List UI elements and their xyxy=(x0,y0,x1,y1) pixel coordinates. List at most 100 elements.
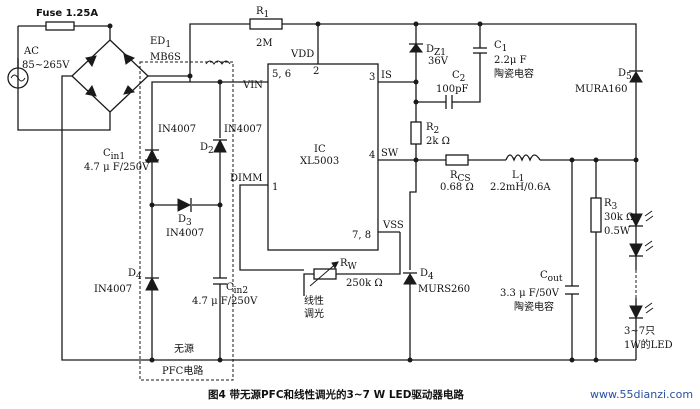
ic-pin-is-no: 3 xyxy=(369,72,375,83)
pfc-d1 xyxy=(145,148,159,163)
rw-potentiometer xyxy=(309,261,339,287)
cout-capacitor xyxy=(565,285,579,295)
d4-diode xyxy=(403,272,417,285)
zener-dz1 xyxy=(409,40,423,60)
watermark: www.55dianzi.com xyxy=(590,388,693,401)
figure-caption: 图4 带无源PFC和线性调光的3~7 W LED驱动器电路 xyxy=(208,388,464,401)
pfc-d2 xyxy=(213,138,227,153)
bridge-ref: ED1 xyxy=(150,36,171,50)
pfc-cin1-ref: Cin1 xyxy=(103,148,125,162)
led-2 xyxy=(629,240,654,258)
r1-ref: R1 xyxy=(256,6,269,20)
pfc-d4-ref: D4 xyxy=(128,268,142,282)
fuse-label: Fuse 1.25A xyxy=(36,8,98,19)
wire xyxy=(409,160,417,270)
r2-resistor xyxy=(410,121,422,145)
pfc-d2-part: IN4007 xyxy=(224,124,262,135)
led-1 xyxy=(629,210,654,228)
pfc-d2-ref: D2 xyxy=(200,142,214,156)
d5-ref: D5 xyxy=(618,68,632,82)
ic-pin-vin-no: 5, 6 xyxy=(272,69,291,80)
bridge-rectifier-symbol xyxy=(71,39,149,113)
pfc-cin2-value: 4.7 μ F/250V xyxy=(192,296,258,307)
wire xyxy=(282,23,417,40)
c2-ref: C2 xyxy=(452,70,465,84)
d5-diode xyxy=(629,65,643,83)
pfc-d4 xyxy=(145,272,159,291)
wire xyxy=(458,60,481,103)
ic-pin-vdd-no: 2 xyxy=(313,66,319,77)
ic-pin-sw-no: 4 xyxy=(369,150,375,161)
c1-ref: C1 xyxy=(494,40,507,54)
l1-ref: L1 xyxy=(512,170,524,184)
wire xyxy=(336,232,401,275)
pfc-d3 xyxy=(177,198,192,212)
c2-value: 100pF xyxy=(436,84,468,95)
pfc-cin2-ref: Cin2 xyxy=(226,282,248,296)
ic-part: XL5003 xyxy=(300,156,339,167)
wire xyxy=(239,184,304,271)
c1-value: 2.2μ F xyxy=(494,55,527,66)
rcs-value: 0.68 Ω xyxy=(440,182,474,193)
pfc-d3-ref: D3 xyxy=(178,214,192,228)
wire xyxy=(416,23,481,40)
ic-pin-vdd: VDD xyxy=(290,49,314,60)
r1-resistor xyxy=(249,18,283,30)
filter-inductor-symbol xyxy=(205,60,231,65)
ic-pin-dimm-no: 1 xyxy=(272,182,278,193)
r3-value: 30k Ω xyxy=(604,212,634,223)
wire xyxy=(61,75,636,361)
pfc-d4-part: IN4007 xyxy=(94,284,132,295)
rcs-ref: RCS xyxy=(450,170,471,184)
pfc-d1-part: IN4007 xyxy=(158,124,196,135)
ic-name: IC xyxy=(314,144,326,155)
junction-dots xyxy=(107,21,639,363)
dz-ref: DZ1 xyxy=(426,44,446,58)
rw-note1: 线性 xyxy=(304,294,324,307)
c2-capacitor xyxy=(440,95,458,109)
ic-pin-sw: SW xyxy=(381,148,399,159)
rcs-resistor xyxy=(445,154,469,166)
r3-resistor xyxy=(590,197,602,233)
wire xyxy=(74,25,111,40)
r1-value: 2M xyxy=(256,38,273,49)
rw-ref: RW xyxy=(340,258,358,272)
d4-part: MURS260 xyxy=(418,284,470,295)
ic-pin-dimm: DIMM xyxy=(230,173,262,184)
cout-note: 陶瓷电容 xyxy=(514,300,554,313)
cout-ref: Cout xyxy=(540,270,563,284)
led-desc: 1W的LED xyxy=(624,338,673,351)
ic-pin-vin: VIN xyxy=(242,80,263,91)
l1-value: 2.2mH/0.6A xyxy=(490,182,551,193)
wire xyxy=(148,23,250,77)
d5-part: MURA160 xyxy=(575,84,628,95)
ic-pin-is: IS xyxy=(381,70,392,81)
fuse-symbol xyxy=(45,21,75,31)
r2-ref: R2 xyxy=(426,122,439,136)
ic-pin-vss: VSS xyxy=(382,220,404,231)
pfc-cin2 xyxy=(213,277,227,285)
l1-inductor xyxy=(505,154,541,162)
dz-value: 36V xyxy=(428,56,449,67)
r3-ref: R3 xyxy=(604,198,618,212)
c1-note: 陶瓷电容 xyxy=(494,67,534,80)
ic-pin-vss-no: 7, 8 xyxy=(352,230,371,241)
pfc-cin1-value: 4.7 μ F/250V xyxy=(84,162,150,173)
rw-note2: 调光 xyxy=(304,307,324,320)
c1-capacitor xyxy=(473,40,487,60)
pfc-d3-part: IN4007 xyxy=(166,228,204,239)
ac-label: AC xyxy=(23,46,39,57)
led-count: 3~7只 xyxy=(624,326,655,337)
wire xyxy=(480,23,637,65)
rw-value: 250k Ω xyxy=(346,278,383,289)
d4-ref: D4 xyxy=(420,268,434,282)
wire xyxy=(151,76,191,150)
led-string xyxy=(629,210,654,320)
bridge-part: MB6S xyxy=(150,52,181,63)
wire xyxy=(303,273,314,296)
ic-xl5003 xyxy=(267,63,379,251)
ac-range-label: 85~265V xyxy=(22,60,70,71)
led-3 xyxy=(629,302,654,320)
